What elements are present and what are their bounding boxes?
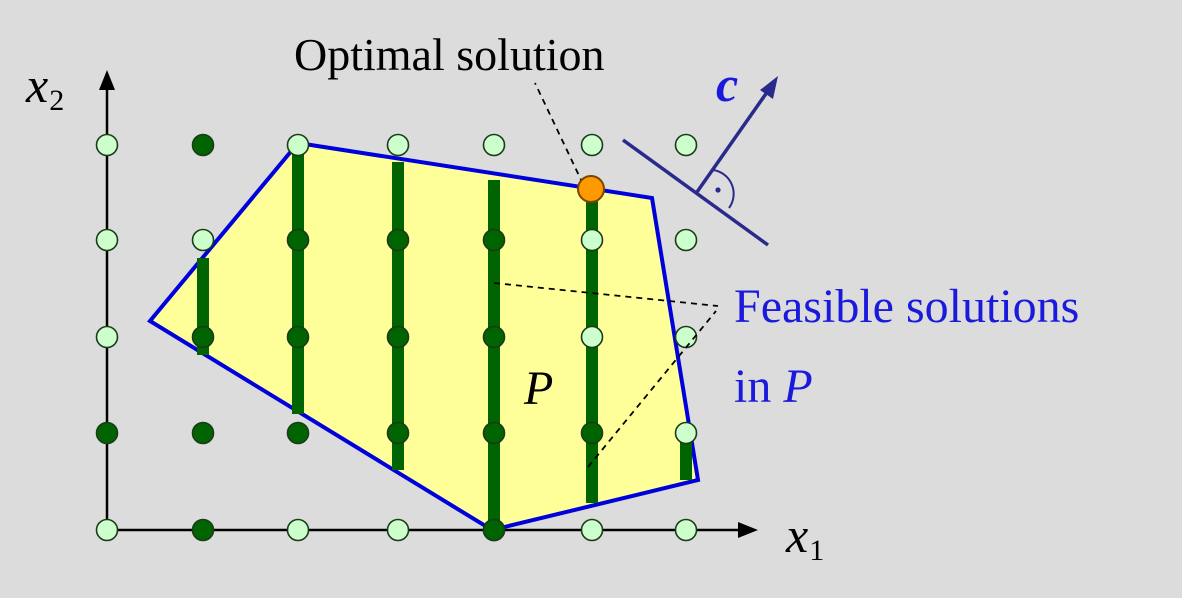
feasible-lattice-point	[482, 228, 506, 252]
x1-label-sub: 1	[809, 534, 824, 567]
feasible-in-prefix: in	[734, 360, 783, 413]
feasible-lattice-point	[286, 228, 310, 252]
polytope-P	[146, 140, 701, 533]
feasible-leader-line-2	[587, 310, 717, 468]
feasible-lattice-point	[191, 421, 215, 445]
feasible-lattice-point	[482, 421, 506, 445]
feasible-lattice-point	[191, 325, 215, 349]
feasible-lattice-point	[286, 325, 310, 349]
lattice-point	[286, 133, 310, 157]
right-angle-dot	[715, 187, 721, 193]
leader-lines	[493, 82, 719, 468]
lattice-point	[580, 325, 604, 349]
optimal-solution-point	[577, 175, 605, 203]
feasible-leader-line-1	[493, 282, 719, 307]
lattice-point	[95, 518, 119, 542]
objective-arrowhead	[760, 76, 778, 99]
feasible-lattice-point	[386, 325, 410, 349]
feasible-solutions-label-line2: in P	[734, 360, 813, 413]
lattice-point	[674, 518, 698, 542]
optimal-leader-line	[534, 82, 584, 185]
lattice-point	[386, 518, 410, 542]
optimal-solution-label: Optimal solution	[294, 29, 605, 80]
feasible-solutions-label: Feasible solutions	[734, 280, 1079, 333]
lattice-point	[286, 518, 310, 542]
lattice-point	[674, 421, 698, 445]
x1-axis-arrowhead	[738, 522, 758, 538]
x2-label-sub: 2	[49, 84, 64, 117]
feasible-lattice-point	[386, 421, 410, 445]
lattice-point	[95, 133, 119, 157]
lattice-point	[674, 228, 698, 252]
objective-level-line	[621, 138, 770, 247]
objective-arrow-shaft	[695, 86, 772, 194]
lattice-point	[674, 133, 698, 157]
lattice-point	[95, 228, 119, 252]
lattice-point	[386, 133, 410, 157]
feasible-lattice-point	[286, 421, 310, 445]
x2-axis-arrowhead	[99, 70, 115, 90]
polytope-label: P	[523, 362, 553, 415]
lattice-point	[580, 133, 604, 157]
x1-axis-label: x1	[785, 507, 824, 567]
feasible-lattice-point	[191, 518, 215, 542]
feasible-in-var: P	[782, 360, 812, 413]
lattice-point	[580, 518, 604, 542]
lattice-point	[95, 325, 119, 349]
feasible-lattice-point	[191, 133, 215, 157]
feasible-lattice-point	[95, 421, 119, 445]
lattice-point	[482, 133, 506, 157]
lattice-point	[580, 228, 604, 252]
lattice-point	[674, 325, 698, 349]
feasible-lattice-point	[580, 421, 604, 445]
x2-axis-label: x2	[25, 57, 64, 117]
x1-label-var: x	[785, 507, 808, 563]
feasible-lattice-point	[482, 325, 506, 349]
right-angle-arc	[712, 169, 735, 209]
objective-vector-label: c	[716, 56, 738, 112]
feasible-lattice-point	[482, 518, 506, 542]
x2-label-var: x	[25, 57, 48, 113]
objective-direction	[621, 76, 778, 247]
lattice-points	[95, 133, 698, 542]
feasible-lattice-point	[386, 228, 410, 252]
lattice-point	[191, 228, 215, 252]
